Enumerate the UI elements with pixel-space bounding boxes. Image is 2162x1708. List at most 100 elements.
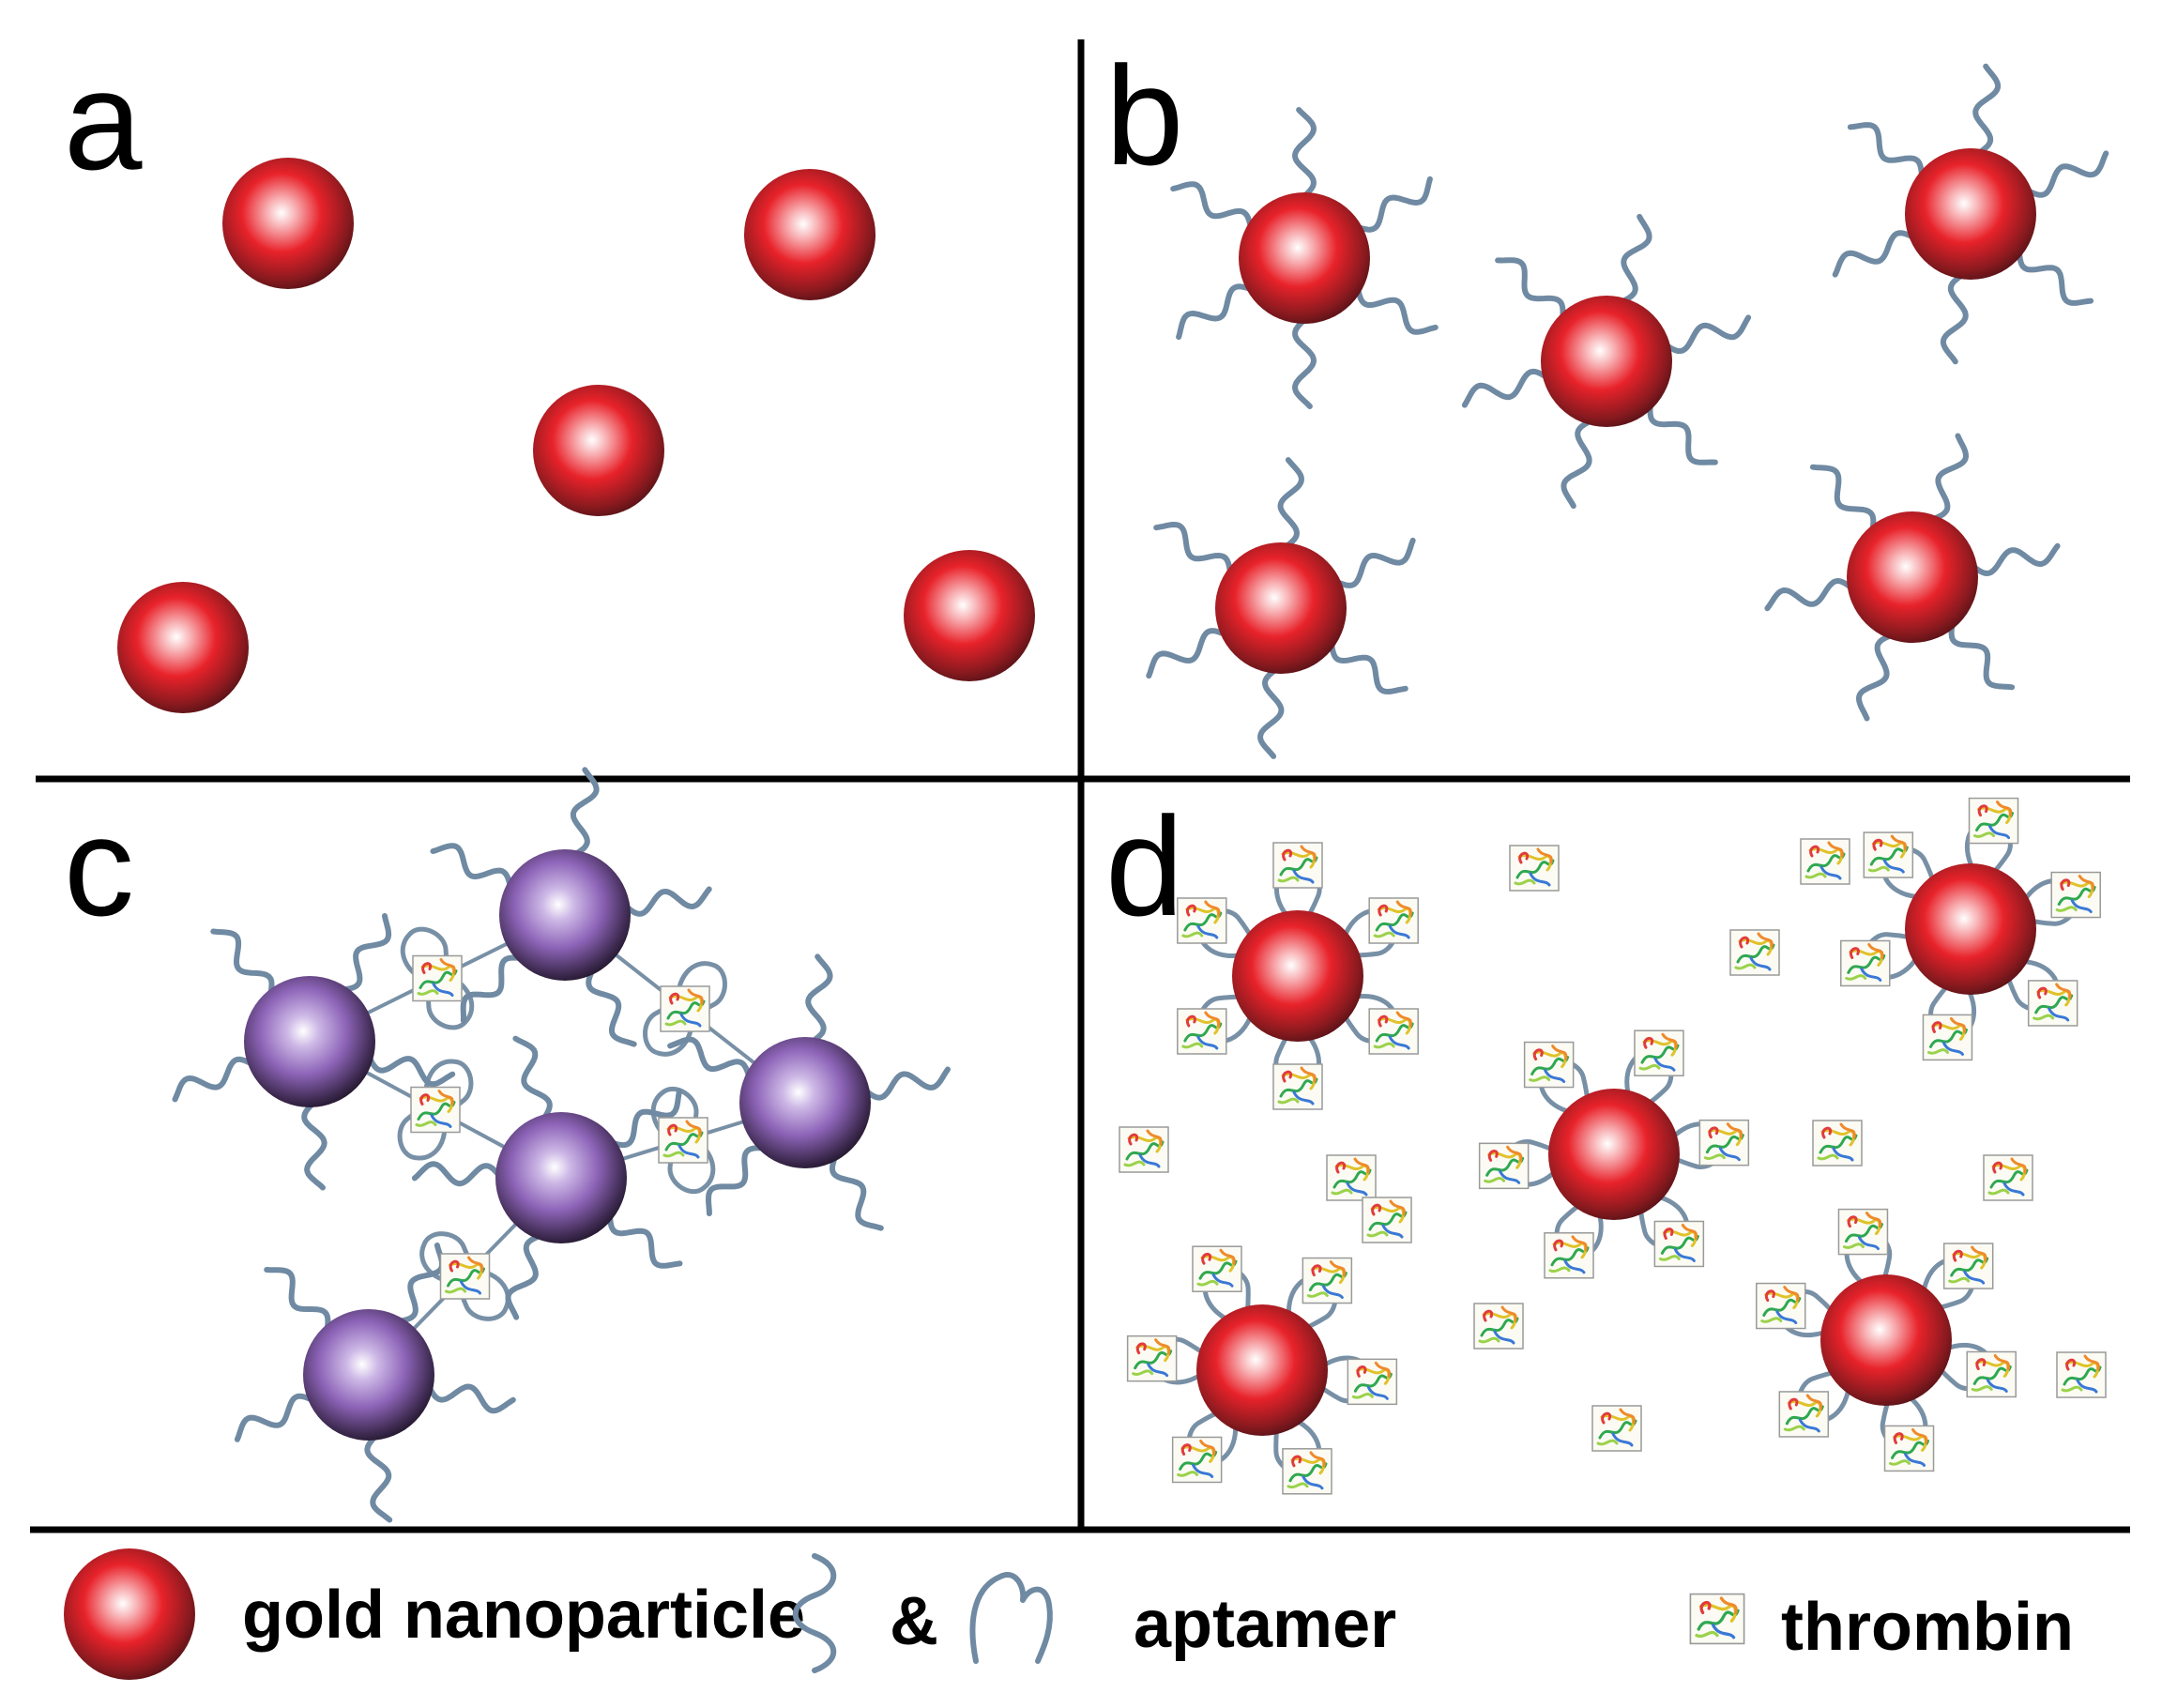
thrombin-icon — [1883, 1425, 1935, 1472]
thrombin-icon — [410, 1086, 461, 1134]
thrombin-icon — [1473, 1303, 1524, 1350]
aptamer-strand — [862, 1066, 951, 1101]
aptamer-strand — [1355, 286, 1439, 335]
thrombin-bound-nanoparticle — [1126, 1245, 1398, 1495]
thrombin-icon — [1126, 1334, 1178, 1382]
aptamer-strand — [1176, 283, 1254, 341]
aptamer-strand — [1355, 175, 1433, 233]
gold-nanoparticle — [904, 550, 1035, 681]
thrombin-icon — [1756, 1282, 1806, 1330]
legend-wavy-strand-icon — [793, 1553, 837, 1673]
gold-nanoparticle — [1196, 1304, 1328, 1436]
aggregated-nanoparticle — [234, 1243, 516, 1523]
aggregated-nanoparticle — [172, 913, 456, 1191]
aggregated-gold-nanoparticle — [495, 1112, 627, 1243]
thrombin-icon — [2056, 1351, 2107, 1398]
thrombin-bound-nanoparticle — [1840, 797, 2101, 1061]
thrombin-icon — [1177, 1008, 1227, 1055]
thrombin-icon — [1778, 1391, 1830, 1438]
aptamer-strand — [505, 1233, 543, 1320]
legend-ampersand: & — [890, 1584, 938, 1659]
thrombin-icon — [1922, 1014, 1973, 1061]
thrombin-icon — [1272, 1063, 1323, 1110]
aptamer-strand — [1809, 464, 1877, 533]
aptamer-strand — [667, 1036, 753, 1080]
aptamer-coated-nanoparticle — [1170, 107, 1439, 409]
aptamer-strand — [2025, 150, 2109, 198]
thrombin-icon — [1302, 1257, 1353, 1304]
aptamer-strand — [234, 1393, 315, 1442]
panel-label-a: a — [64, 41, 143, 199]
thrombin-icon — [658, 1117, 708, 1164]
panel-label-d: d — [1105, 787, 1183, 945]
gold-nanoparticle — [1905, 148, 2036, 280]
aptamer-strand — [1170, 181, 1254, 230]
aptamer-strand — [364, 1433, 393, 1523]
thrombin-icon — [1698, 1119, 1750, 1167]
aptamer-strand — [570, 767, 600, 857]
aggregated-gold-nanoparticle — [303, 1309, 434, 1441]
aggregated-nanoparticle — [411, 1035, 683, 1320]
panel-b-aptamer-coated-nanoparticles — [1146, 63, 2109, 759]
aptamer-strand — [411, 1161, 502, 1187]
aptamer-strand — [607, 1212, 683, 1269]
panel-dividers — [30, 39, 2130, 1533]
gold-nanoparticle — [1541, 296, 1672, 427]
gold-nanoparticle — [1820, 1274, 1952, 1406]
aptamer-strand — [1329, 640, 1408, 694]
panel-label-c: c — [64, 787, 134, 945]
thrombin-icon — [1326, 1154, 1377, 1201]
gold-nanoparticle — [1548, 1089, 1680, 1220]
thrombin-icon — [1362, 1197, 1412, 1243]
gold-nanoparticle — [1239, 192, 1370, 324]
aggregated-gold-nanoparticle — [499, 849, 631, 981]
aptamer-strand — [512, 1035, 553, 1121]
gold-nanoparticle — [1232, 910, 1363, 1042]
thrombin-icon — [412, 954, 463, 1002]
aptamer-strand — [1292, 317, 1317, 409]
thrombin-icon — [660, 985, 710, 1032]
aptamer-coated-nanoparticle — [1764, 433, 2061, 722]
aptamer-strand — [1292, 107, 1317, 199]
thrombin-icon — [1347, 1358, 1398, 1406]
gold-nanoparticle — [1905, 863, 2036, 995]
aptamer-coated-nanoparticle — [1461, 213, 1752, 510]
legend-thrombin-label: thrombin — [1781, 1590, 2074, 1665]
thrombin-icon — [1729, 929, 1780, 976]
legend-nanoparticle-label: gold nanoparticle — [242, 1578, 805, 1653]
aptamer-strand — [1620, 213, 1652, 305]
thrombin-icon — [1177, 897, 1227, 944]
thrombin-icon — [439, 1253, 491, 1300]
thrombin-bound-nanoparticle — [1478, 1029, 1750, 1279]
gold-nanoparticle — [222, 158, 354, 289]
gold-nanoparticle — [1215, 542, 1347, 674]
gold-nanoparticle — [117, 582, 249, 713]
thrombin-icon — [1942, 1243, 1994, 1289]
aptamer-strand — [426, 1383, 516, 1414]
thrombin-icon — [1368, 897, 1419, 944]
thrombin-bound-nanoparticle — [1756, 1208, 2017, 1472]
thrombin-icon — [2027, 980, 2078, 1027]
thrombin-icon — [1863, 831, 1914, 878]
aptamer-strand — [1847, 122, 1925, 179]
panel-d-thrombin-bound-nanoparticles — [1119, 797, 2107, 1495]
aptamer-strand — [1764, 578, 1854, 612]
thrombin-icon — [1591, 1405, 1642, 1452]
legend-protein-structure-icon — [1689, 1593, 1745, 1645]
gold-nanoparticle — [533, 385, 664, 516]
aggregated-nanoparticle — [430, 767, 712, 1047]
legend: gold nanoparticle & aptamer thrombin — [64, 1548, 2074, 1680]
aptamer-strand — [805, 953, 833, 1045]
thrombin-icon — [1840, 939, 1891, 987]
aptamer-strand — [1257, 666, 1285, 759]
thrombin-icon — [1509, 845, 1560, 892]
panel-label-b: b — [1105, 37, 1183, 194]
aptamer-strand — [586, 968, 637, 1047]
aptamer-strand — [366, 1055, 456, 1088]
aptamer-strand — [301, 1100, 327, 1191]
gold-nanoparticle — [744, 169, 875, 300]
aptamer-strand — [1495, 257, 1566, 321]
legend-sphere-icon — [64, 1548, 195, 1680]
aptamer-strand — [1930, 433, 1969, 522]
